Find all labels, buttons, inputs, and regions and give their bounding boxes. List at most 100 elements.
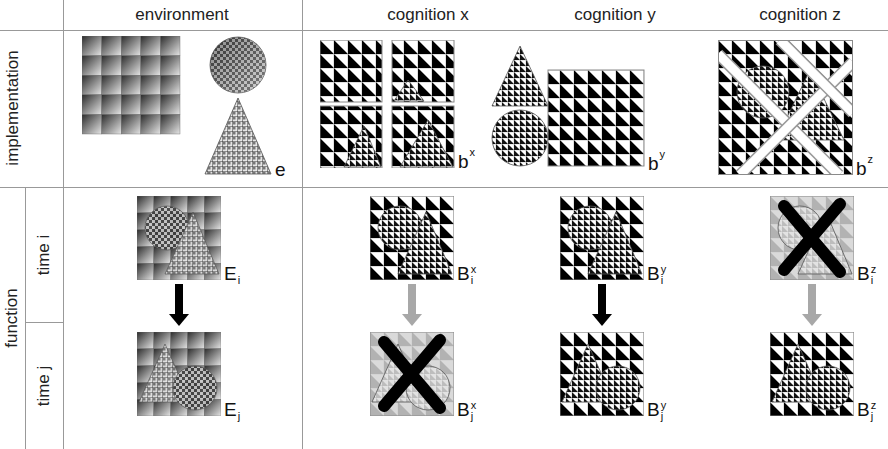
grid-line: [63, 0, 64, 449]
state-transition-arrow: [408, 284, 416, 315]
environment-state: Ej: [137, 332, 221, 416]
pattern-square: [770, 196, 854, 280]
subscript-index: j: [871, 411, 877, 423]
illustration: [370, 332, 454, 416]
grid-line: [0, 187, 888, 188]
state-symbol: b: [856, 159, 867, 178]
pattern-square: [370, 196, 454, 280]
pattern-square: [548, 70, 644, 166]
pattern-circle: [806, 366, 850, 410]
grid-line: [25, 322, 63, 323]
cognition-state: Bzj: [770, 332, 854, 416]
gradient-tile: [204, 332, 221, 349]
illustration: [560, 332, 644, 416]
column-header: cognition x: [387, 6, 468, 25]
state-symbol: B: [457, 400, 470, 419]
state-symbol: b: [458, 152, 469, 171]
gradient-tile: [102, 95, 122, 115]
pattern-triangle: [588, 212, 642, 274]
illustration: [82, 36, 272, 176]
illustration: [370, 196, 454, 280]
gradient-tile: [137, 263, 154, 280]
gradient-tile: [82, 95, 102, 115]
illustration: [320, 40, 455, 168]
gradient-tile: [82, 56, 102, 76]
state-symbol: e: [275, 160, 286, 179]
grid-line: [0, 30, 888, 31]
cut-band-edge: [740, 62, 853, 175]
index-stack: yj: [661, 400, 667, 423]
gradient-tile: [154, 332, 171, 349]
gradient-tile: [102, 75, 122, 95]
pattern-square: [718, 40, 853, 175]
superscript-index: x: [470, 147, 476, 159]
state-transition-arrow: [598, 284, 606, 315]
gradient-tile: [82, 114, 102, 134]
superscript-index: z: [871, 264, 877, 276]
illustration: [137, 196, 221, 280]
superscript-index: y: [660, 149, 666, 161]
superscript-index: x: [471, 264, 477, 276]
pattern-triangle: [400, 120, 453, 167]
pattern-circle: [596, 366, 640, 410]
gradient-tile: [137, 246, 154, 263]
cross-mark: [387, 343, 437, 403]
gradient-tile: [141, 95, 161, 115]
subscript-index: i: [238, 275, 240, 287]
node-label: Byj: [647, 396, 666, 419]
circle-shading: [210, 37, 266, 93]
pattern-triangle: [344, 126, 381, 167]
node-label: Byi: [647, 260, 666, 283]
state-symbol: B: [857, 264, 870, 283]
cut-band-edge: [718, 54, 839, 175]
row-subheader: time j: [35, 366, 54, 407]
cognition-state: Bxi: [370, 196, 454, 280]
gradient-tile: [102, 114, 122, 134]
pattern-triangle: [398, 212, 452, 274]
node-label: Ei: [224, 264, 240, 283]
cross-mark: [784, 204, 840, 270]
cognition-implementation: by: [490, 42, 645, 170]
pattern-circle: [492, 110, 548, 166]
gradient-tile: [187, 196, 204, 213]
illustration: [718, 40, 853, 175]
square-outline: [719, 41, 853, 175]
index-stack: xj: [471, 400, 477, 423]
cut-band: [780, 40, 853, 113]
gradient-tile: [121, 56, 141, 76]
pattern-square: [392, 106, 454, 168]
gradient-tile: [160, 56, 180, 76]
gradient-tile: [141, 75, 161, 95]
state-symbol: b: [648, 154, 659, 173]
gradient-tile: [102, 56, 122, 76]
gradient-tile: [141, 56, 161, 76]
index-stack: z: [868, 154, 874, 166]
gradient-tile: [160, 36, 180, 56]
gradient-tile: [141, 114, 161, 134]
gradient-tile: [204, 349, 221, 366]
gradient-tile: [141, 36, 161, 56]
index-stack: j: [238, 411, 240, 423]
node-label: Ej: [224, 400, 240, 419]
cross-mark: [384, 342, 440, 408]
grid-line: [302, 0, 303, 449]
superscript-index: z: [868, 154, 874, 166]
state-symbol: B: [647, 400, 660, 419]
gradient-tile: [187, 332, 204, 349]
environment-implementation: e: [82, 36, 272, 176]
cognition-implementation: bx: [320, 40, 455, 168]
pattern-triangle: [492, 46, 548, 106]
cognition-state: Bzi: [770, 196, 854, 280]
pattern-triangle: [205, 98, 271, 174]
gradient-tile: [204, 196, 221, 213]
gradient-tile: [121, 36, 141, 56]
index-stack: yi: [661, 264, 667, 287]
index-stack: zi: [871, 264, 877, 287]
gradient-tile: [82, 75, 102, 95]
cognition-state: Byi: [560, 196, 644, 280]
index-stack: y: [660, 149, 666, 161]
cut-band: [740, 62, 853, 175]
pattern-square: [560, 196, 644, 280]
state-symbol: E: [224, 400, 237, 419]
